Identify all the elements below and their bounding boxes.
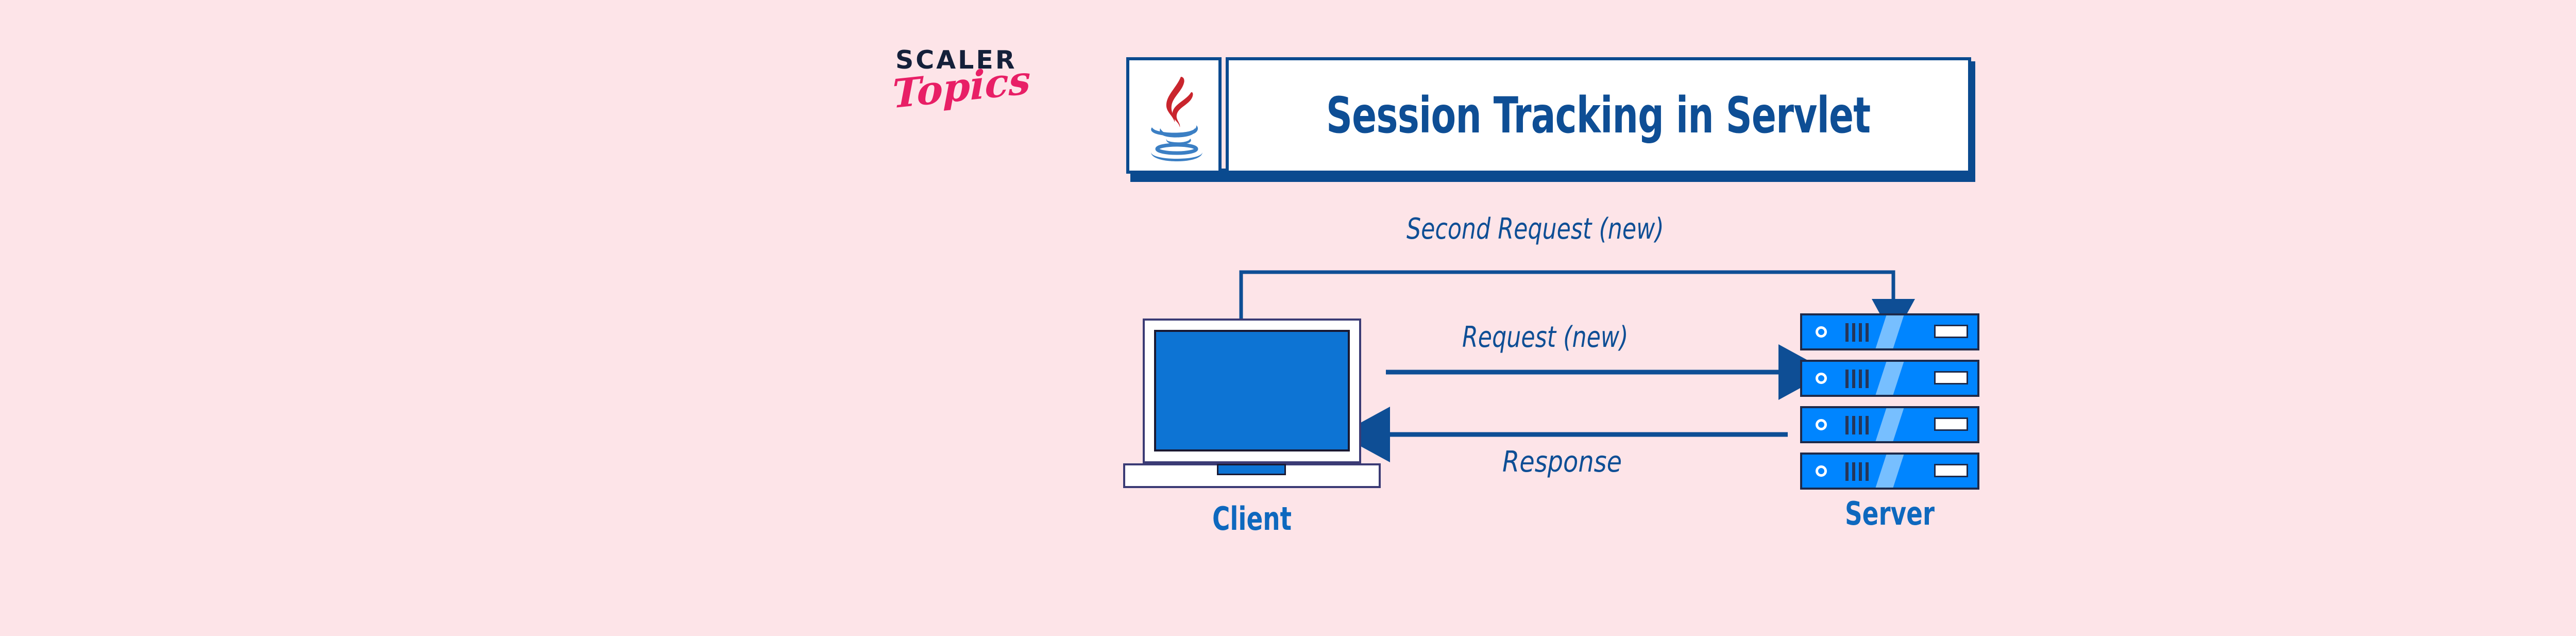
banner-title-cell: Session Tracking in Servlet	[1226, 57, 1971, 174]
page-title: Session Tracking in Servlet	[1326, 87, 1871, 144]
server-slot	[1934, 371, 1968, 384]
flow-label-request: Request (new)	[1462, 321, 1629, 354]
server-led-icon	[1816, 465, 1827, 477]
java-logo-icon	[1151, 77, 1202, 161]
laptop-trackpad	[1217, 464, 1286, 475]
banner-right-shadow	[1971, 61, 1975, 178]
server-stripe	[1870, 455, 1906, 488]
server-vent-bars	[1845, 323, 1869, 342]
server-vent-bars	[1845, 416, 1869, 434]
server-slot	[1934, 325, 1968, 338]
banner-icon-cell	[1126, 57, 1222, 174]
server-led-icon	[1816, 419, 1827, 430]
server-slot	[1934, 464, 1968, 477]
server-vent-bars	[1845, 462, 1869, 481]
server-label: Server	[1844, 495, 1935, 532]
client-node: Client	[1123, 319, 1381, 538]
title-banner: Session Tracking in Servlet	[1126, 57, 1975, 182]
logo-primary-text: SCALER	[895, 45, 1017, 75]
server-unit	[1800, 406, 1979, 443]
server-slot	[1934, 417, 1968, 431]
server-unit	[1800, 360, 1979, 397]
server-unit	[1800, 453, 1979, 490]
flow-label-second-request: Second Request (new)	[1406, 212, 1664, 246]
laptop-screen	[1154, 330, 1350, 451]
server-node: Server	[1800, 313, 1979, 532]
scaler-topics-logo: SCALER Topics	[892, 45, 1050, 145]
server-stripe	[1870, 315, 1906, 348]
flow-arrow-second-request	[1239, 270, 1915, 339]
client-label: Client	[1212, 500, 1292, 538]
flow-label-response: Response	[1502, 445, 1622, 479]
server-unit	[1800, 313, 1979, 350]
server-stripe	[1870, 408, 1906, 441]
server-stripe	[1870, 362, 1906, 395]
server-led-icon	[1816, 326, 1827, 338]
server-vent-bars	[1845, 370, 1869, 388]
server-led-icon	[1816, 373, 1827, 384]
